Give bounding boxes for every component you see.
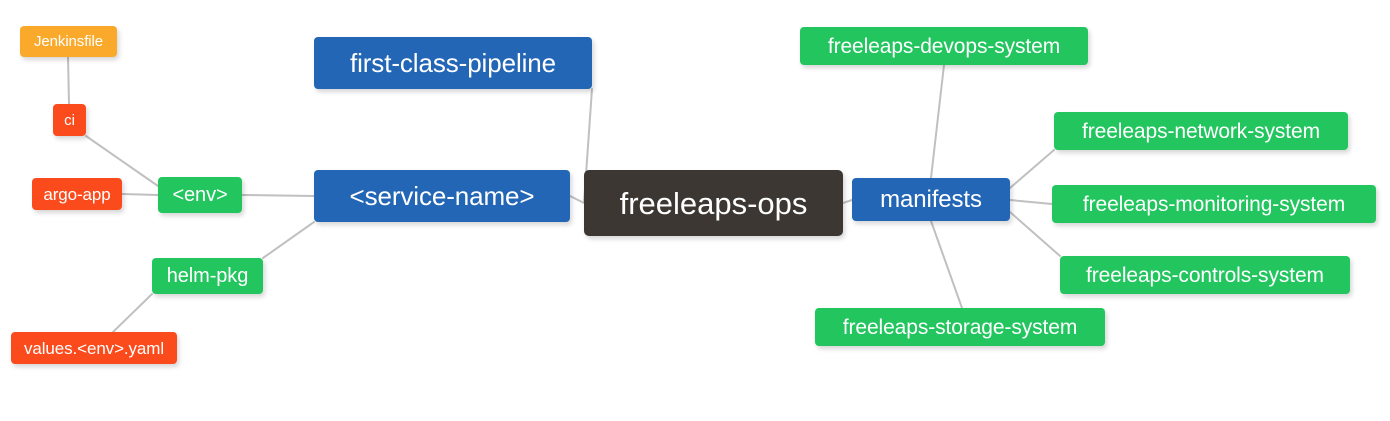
mindmap-node-freeleaps-devops-system[interactable]: freeleaps-devops-system [800, 27, 1088, 65]
mindmap-node-manifests[interactable]: manifests [852, 178, 1010, 221]
edge-ci-jenkinsfile [67, 56, 70, 105]
mindmap-node-service-name[interactable]: <service-name> [314, 170, 570, 222]
mindmap-node-env[interactable]: <env> [158, 177, 242, 213]
edge-service-name-helm-pkg [262, 221, 315, 259]
edge-ops-manifests [842, 199, 853, 204]
edge-manifests-storage [930, 220, 963, 309]
mindmap-node-freeleaps-ops[interactable]: freeleaps-ops [584, 170, 843, 236]
mindmap-node-values-env-yaml[interactable]: values.<env>.yaml [11, 332, 177, 364]
edge-manifests-monitoring [1009, 199, 1053, 205]
mindmap-node-freeleaps-storage-system[interactable]: freeleaps-storage-system [815, 308, 1105, 346]
mindmap-node-freeleaps-controls-system[interactable]: freeleaps-controls-system [1060, 256, 1350, 294]
mindmap-node-first-class-pipeline[interactable]: first-class-pipeline [314, 37, 592, 89]
edge-ops-service-name [569, 195, 585, 204]
edge-env-argo-app [121, 193, 159, 196]
edge-manifests-network [1009, 149, 1055, 189]
mindmap-node-jenkinsfile[interactable]: Jenkinsfile [20, 26, 117, 57]
edge-helm-pkg-values [112, 293, 153, 333]
mindmap-node-ci[interactable]: ci [53, 104, 86, 136]
mindmap-node-argo-app[interactable]: argo-app [32, 178, 122, 210]
edge-manifests-devops [930, 64, 945, 179]
mindmap-node-helm-pkg[interactable]: helm-pkg [152, 258, 263, 294]
mindmap-node-freeleaps-network-system[interactable]: freeleaps-network-system [1054, 112, 1348, 150]
mindmap-node-freeleaps-monitoring-system[interactable]: freeleaps-monitoring-system [1052, 185, 1376, 223]
edge-service-name-env [241, 194, 315, 197]
